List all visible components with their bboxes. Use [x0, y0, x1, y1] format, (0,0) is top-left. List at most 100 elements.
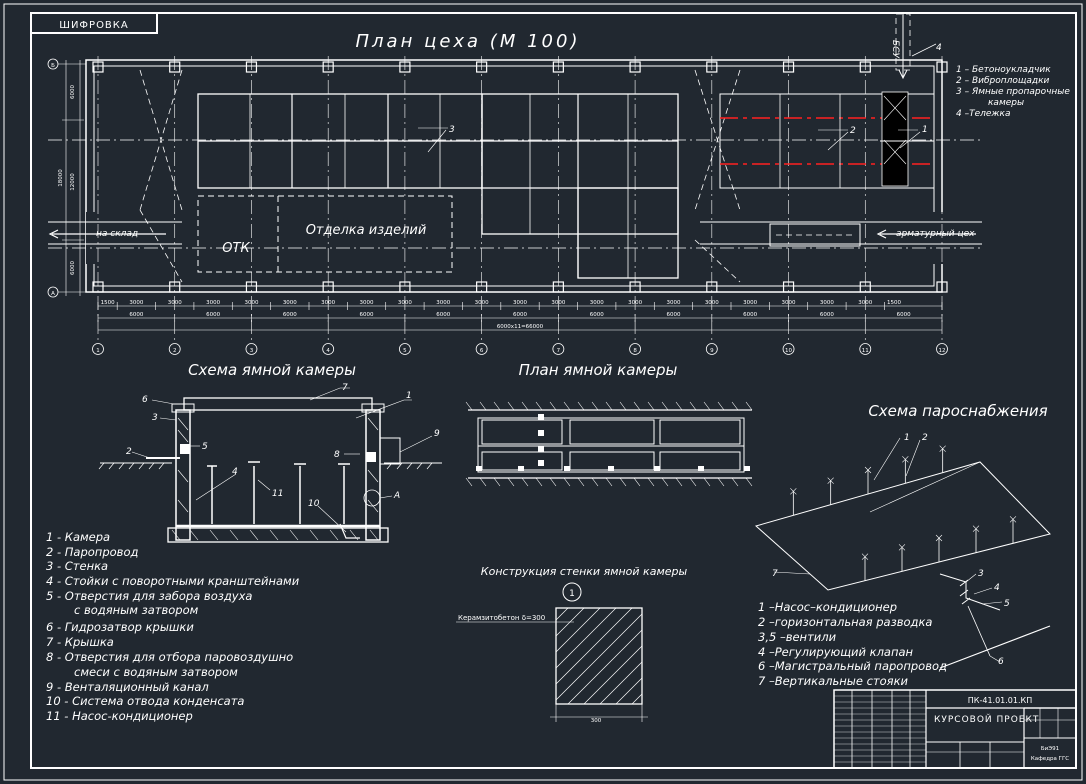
row-mark-b: Б — [47, 58, 59, 70]
dim-value: 6000 — [590, 312, 604, 318]
pit-legend: 1 - Камера 2 - Паропровод 3 - Стенка 4 -… — [46, 530, 300, 723]
column — [399, 281, 411, 293]
pit-callout-4: 4 — [232, 467, 238, 477]
corner-stamp-code: ШИФРОВКА — [59, 20, 128, 31]
pit-legend-10: 10 - Система отвода конденсата — [46, 694, 244, 708]
column — [552, 61, 564, 73]
dim-value: 3000 — [168, 300, 182, 306]
dim-value: 1500 — [887, 300, 901, 306]
pit-legend-5b: с водяным затвором — [74, 603, 199, 617]
axis-bubble: 9 — [705, 343, 718, 355]
dim-value: 6000 — [206, 312, 220, 318]
axis-label: 12 — [939, 348, 946, 354]
pit-callout-1: 1 — [406, 391, 412, 401]
pit-legend-11: 11 - Насос-кондиционер — [46, 709, 193, 723]
pit-chamber-section: 1 2 3 4 5 6 7 8 9 10 11 А — [98, 383, 442, 543]
outer-frame — [3, 3, 1083, 781]
dim-value: 3000 — [743, 300, 757, 306]
axis-bubble: 1 — [92, 343, 104, 355]
dim-value: 1500 — [101, 300, 115, 306]
axis-bubble: 2 — [168, 343, 181, 355]
dim-value: 3000 — [360, 300, 374, 306]
left-dim-3: 6000 — [70, 261, 76, 275]
pit-plan — [465, 401, 753, 487]
pit-legend-8b: смеси с водяным затвором — [74, 665, 238, 679]
column — [476, 61, 488, 73]
steam-legend-3: 3,5 –вентили — [758, 630, 837, 644]
titleblock-group: БиЭ91 — [1041, 746, 1059, 752]
dim-value: 3000 — [321, 300, 335, 306]
pit-scheme-title: Схема ямной камеры — [188, 361, 356, 379]
wall-material: Керамзитобетон δ=300 — [458, 614, 545, 622]
column — [552, 281, 564, 293]
dim-value: 3000 — [858, 300, 872, 306]
steam-legend-6: 7 –Вертикальные стояки — [758, 674, 909, 688]
wall-node-number: 1 — [569, 589, 575, 599]
pit-legend-3: 3 - Стенка — [46, 559, 108, 573]
svg-text:А: А — [51, 291, 55, 297]
pit-callout-3: 3 — [152, 413, 158, 423]
steam-callout-1: 1 — [904, 433, 910, 443]
axis-label: 9 — [710, 348, 714, 354]
plan-callout-1: 1 — [922, 125, 928, 135]
steam-title: Схема пароснабжения — [868, 402, 1047, 420]
axis-label: 6 — [480, 348, 484, 354]
vertical-risers — [790, 445, 1017, 581]
pit-callout-7: 7 — [342, 383, 348, 393]
finishing-label: Отделка изделий — [306, 223, 427, 238]
steam-legend-1: 1 –Насос–кондиционер — [758, 600, 897, 614]
axis-bubble: 10 — [782, 343, 795, 355]
plan-legend-3: 3 – Ямные пропарочные — [956, 87, 1070, 97]
plan-legend-1: 1 – Бетоноукладчик — [956, 65, 1051, 75]
axis-label: 5 — [403, 348, 407, 354]
column — [629, 281, 641, 293]
pit-legend-5: 5 - Отверстия для забора воздуха — [46, 589, 252, 603]
otk-label: ОТК — [222, 241, 250, 256]
dim-value: 3000 — [244, 300, 258, 306]
steam-legend-5: 6 –Магистральный паропровод — [758, 659, 947, 673]
dimension-chain-1: 1500 3000 3000 3000 3000 3000 3000 3000 3000 3000… — [97, 300, 943, 310]
axis-bubble: 7 — [552, 343, 565, 355]
dim-value: 6000 — [820, 312, 834, 318]
plan-legend: 1 – Бетоноукладчик 2 – Виброплощадки 3 –… — [956, 65, 1070, 119]
plan-legend-2: 2 – Виброплощадки — [956, 76, 1050, 86]
axis-bubble: 3 — [245, 343, 258, 355]
axis-label: 7 — [557, 348, 561, 354]
pit-callout-a: А — [393, 491, 400, 501]
wall-dimension: 300 — [591, 718, 602, 724]
column — [706, 281, 718, 293]
left-dim-1: 6000 — [70, 85, 76, 99]
pit-callout-6: 6 — [142, 395, 148, 405]
axis-label: 8 — [633, 348, 637, 354]
column — [92, 281, 104, 293]
steam-callout-2: 2 — [922, 433, 928, 443]
pit-callout-9: 9 — [434, 429, 440, 439]
left-dim-2: 12000 — [70, 173, 76, 191]
pit-legend-8: 8 - Отверстия для отбора паровоздушно — [46, 650, 293, 664]
steam-legend-4: 4 –Регулирующий клапан — [758, 645, 914, 659]
pit-callout-8: 8 — [334, 450, 340, 460]
axis-bubble: 4 — [322, 343, 335, 355]
dim-value: 6000 — [743, 312, 757, 318]
corner-stamp: ШИФРОВКА — [30, 12, 158, 34]
dim-value: 3000 — [475, 300, 489, 306]
column — [92, 61, 104, 73]
pit-callout-2: 2 — [126, 447, 132, 457]
plan-columns — [92, 61, 948, 293]
workshop-plan: Отделка изделий ОТК БСУ 4 3 2 1 н — [47, 13, 982, 355]
dim-value: 3000 — [513, 300, 527, 306]
column — [859, 61, 871, 73]
pit-plan-title: План ямной камеры — [519, 361, 678, 379]
column — [936, 281, 948, 293]
column — [399, 61, 411, 73]
dim-value: 3000 — [551, 300, 565, 306]
row-mark-a: А — [47, 286, 59, 298]
dim-value: 3000 — [590, 300, 604, 306]
plan-callout-3: 3 — [449, 125, 455, 135]
dim-value: 3000 — [820, 300, 834, 306]
column — [706, 61, 718, 73]
plan-callout-2: 2 — [850, 126, 856, 136]
titleblock-code: ПК-41.01.01.КП — [968, 696, 1032, 705]
